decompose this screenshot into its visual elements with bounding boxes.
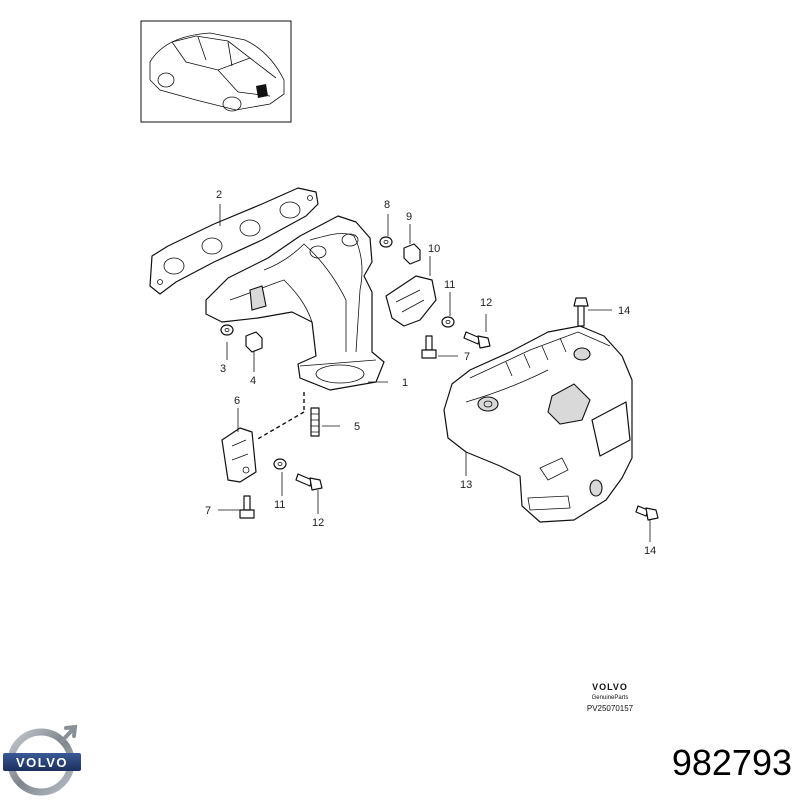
callout-7-upper: 7 — [464, 351, 470, 363]
washer-8 — [379, 236, 393, 248]
genuine-parts-stamp: VOLVO GenuineParts PV25070157 — [587, 682, 634, 713]
bolt-12-lower — [295, 473, 323, 491]
bolt-14-upper — [573, 297, 589, 327]
callout-13: 13 — [460, 479, 472, 491]
exhaust-manifold — [205, 215, 385, 391]
callout-3: 3 — [220, 363, 226, 375]
callout-5: 5 — [354, 421, 360, 433]
nut-9 — [403, 243, 421, 265]
callout-2: 2 — [216, 189, 222, 201]
heat-shield — [443, 325, 633, 523]
callout-9: 9 — [406, 211, 412, 223]
bracket-upper — [385, 275, 437, 327]
washer-11-upper — [441, 316, 455, 328]
washer-3 — [220, 324, 234, 336]
bolt-14-lower — [635, 505, 659, 521]
callout-14-lower: 14 — [644, 545, 656, 557]
exhaust-manifold-gasket — [149, 187, 319, 295]
bolt-7-lower — [239, 495, 255, 519]
bolt-12-upper — [463, 331, 491, 349]
stud — [310, 407, 320, 437]
nut-4 — [245, 331, 263, 353]
callout-11-upper: 11 — [444, 279, 455, 291]
washer-11-lower — [273, 458, 287, 470]
leader-lines — [218, 204, 651, 542]
bolt-7-upper — [421, 335, 437, 359]
callout-10: 10 — [428, 243, 440, 255]
logo-text: VOLVO — [16, 755, 68, 770]
callout-12-lower: 12 — [312, 517, 324, 529]
part-number: 982793 — [672, 742, 792, 783]
car-thumbnail — [140, 20, 292, 123]
bracket-lower — [221, 427, 257, 483]
stamp-brand: VOLVO — [592, 682, 628, 692]
callout-12-upper: 12 — [480, 297, 492, 309]
callout-11-lower: 11 — [274, 499, 285, 511]
callout-1: 1 — [402, 377, 408, 389]
callout-4: 4 — [250, 375, 256, 387]
callout-labels: 2 1 3 4 5 6 7 7 8 9 10 11 11 12 12 13 14… — [205, 189, 656, 557]
stamp-code: PV25070157 — [587, 704, 634, 713]
callout-7-lower: 7 — [205, 505, 211, 517]
stamp-subtitle: GenuineParts — [592, 695, 629, 701]
callout-14-upper: 14 — [618, 305, 630, 317]
callout-6: 6 — [234, 395, 240, 407]
volvo-logo: VOLVO — [3, 724, 81, 796]
callout-8: 8 — [384, 199, 390, 211]
